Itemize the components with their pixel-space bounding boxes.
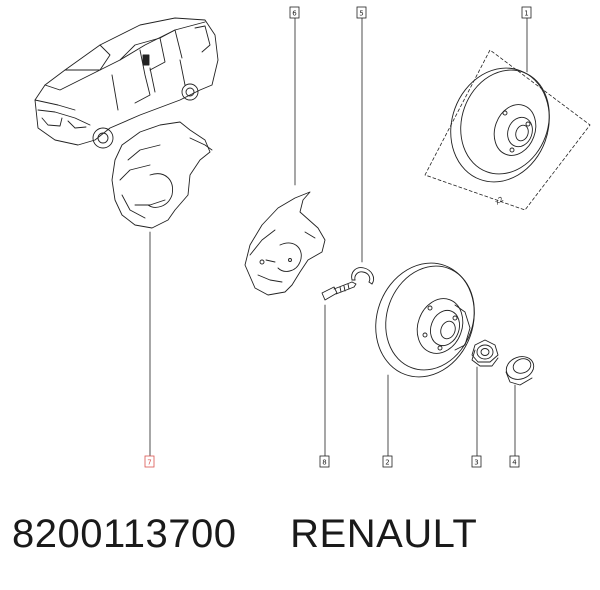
callout-6: 6 [289,6,300,19]
callout-3: 3 [471,455,482,468]
part-caption: 8200113700 RENAULT [12,512,592,557]
callout-2: 2 [382,455,393,468]
svg-text:5: 5 [359,10,363,18]
svg-text:3: 3 [474,459,478,467]
part-1-disc-kit [424,49,591,211]
part-2-brake-disc [375,262,475,378]
svg-text:8: 8 [322,459,326,467]
svg-text:4: 4 [512,459,517,467]
callout-8: 8 [319,455,330,468]
svg-text:6: 6 [292,10,297,18]
part-4-dust-cap [505,356,535,386]
callout-5: 5 [356,6,367,19]
callout-4: 4 [509,455,520,468]
exploded-parts-diagram: x2 6 5 1 7 8 2 3 [34,6,591,468]
part-6-backing-plate [244,191,326,296]
part-8-bolt [321,281,357,301]
svg-text:7: 7 [147,459,151,467]
callout-7: 7 [144,455,155,468]
part-3-hub-nut [471,339,499,367]
svg-text:2: 2 [385,459,389,467]
part-number: 8200113700 [12,512,237,556]
callout-1: 1 [521,6,532,19]
brand-name: RENAULT [290,512,478,556]
disc-quantity-label: x2 [494,195,506,206]
part-5-circlip [351,267,375,285]
vehicle-illustration [34,17,219,149]
part-7-splash-shield [111,121,213,229]
svg-text:1: 1 [524,10,528,18]
